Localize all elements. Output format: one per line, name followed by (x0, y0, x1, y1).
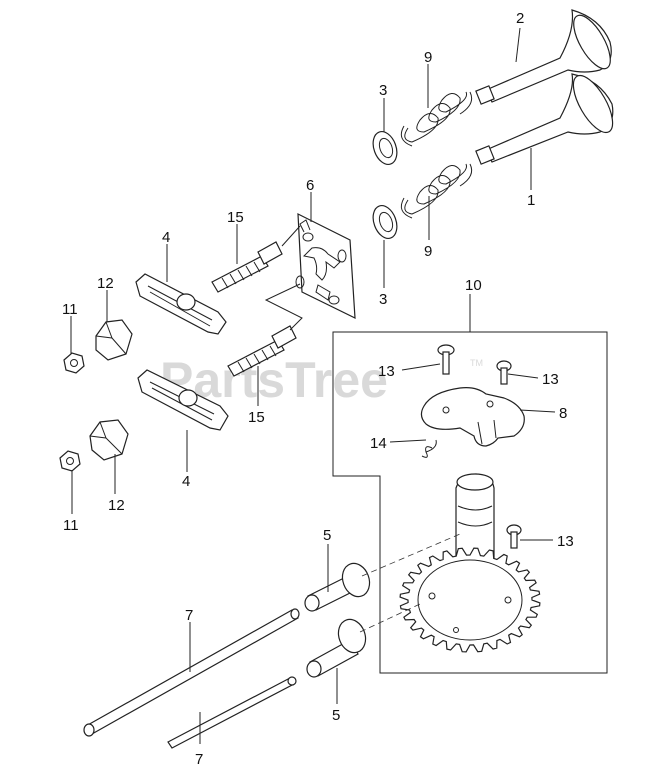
watermark-trademark: TM (470, 358, 483, 368)
callout-9: 9 (424, 49, 432, 66)
callout-5: 5 (323, 527, 331, 544)
exhaust-valve[interactable] (475, 9, 618, 105)
callout-5: 5 (332, 707, 340, 724)
hex-nut-lower[interactable] (59, 450, 81, 472)
tappet-upper[interactable] (304, 560, 374, 612)
callout-11: 11 (63, 517, 79, 534)
callout-4: 4 (182, 473, 190, 490)
callout-13: 13 (542, 371, 559, 388)
callout-11: 11 (62, 301, 78, 318)
pushrod-long[interactable] (83, 608, 300, 737)
callout-2: 2 (516, 10, 524, 27)
compression-release-plate[interactable] (420, 387, 525, 447)
callout-8: 8 (559, 405, 567, 422)
tappet-axis-upper (361, 533, 461, 577)
callout-12: 12 (97, 275, 114, 292)
callout-10: 10 (465, 277, 482, 294)
callout-9: 9 (424, 243, 432, 260)
hex-nut-upper[interactable] (63, 352, 85, 374)
rocker-stud-lower[interactable] (227, 325, 297, 377)
callout-15: 15 (227, 209, 244, 226)
spring-retainer-upper[interactable] (369, 128, 401, 167)
camshaft-assembly-bracket (332, 331, 608, 674)
stud-to-plate-line-upper (281, 225, 301, 247)
leader-lines (70, 27, 556, 744)
callout-3: 3 (379, 291, 387, 308)
rocker-stud-upper[interactable] (211, 241, 283, 293)
rocker-arm-lower[interactable] (137, 369, 229, 431)
callout-14: 14 (370, 435, 387, 452)
screw-c[interactable] (506, 524, 522, 549)
pushrod-short[interactable] (167, 676, 297, 749)
cam-gear[interactable] (399, 547, 541, 653)
callout-13: 13 (378, 363, 395, 380)
pushrod-guide-plate[interactable] (295, 213, 356, 319)
callout-7: 7 (185, 607, 193, 624)
tappet-lower[interactable] (306, 616, 370, 678)
intake-valve[interactable] (475, 70, 620, 165)
rocker-nut-lower[interactable] (89, 419, 129, 461)
callout-15: 15 (248, 409, 265, 426)
callout-4: 4 (162, 229, 170, 246)
callout-13: 13 (557, 533, 574, 550)
valve-spring-lower[interactable] (400, 163, 473, 219)
callout-3: 3 (379, 82, 387, 99)
rocker-arm-upper[interactable] (135, 273, 227, 335)
tappet-axis-lower (359, 603, 421, 633)
spring-retainer-lower[interactable] (369, 202, 401, 241)
callout-6: 6 (306, 177, 314, 194)
rocker-nut-upper[interactable] (95, 319, 133, 361)
callout-1: 1 (527, 192, 535, 209)
screw-b[interactable] (496, 360, 512, 385)
return-spring[interactable] (421, 439, 437, 458)
stud-to-plate-line (264, 283, 303, 331)
callout-7: 7 (195, 751, 203, 768)
valve-spring-upper[interactable] (400, 91, 473, 147)
screw-a[interactable] (437, 344, 455, 375)
callout-12: 12 (108, 497, 125, 514)
